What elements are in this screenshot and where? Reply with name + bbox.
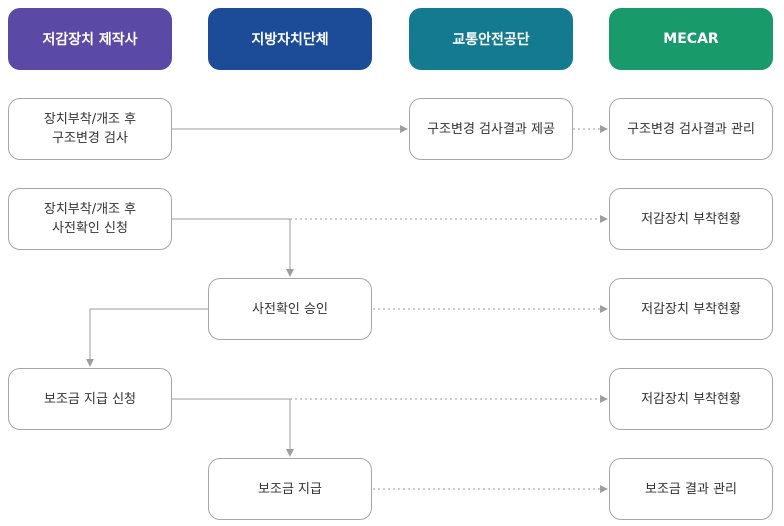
header-traffic-safety: 교통안전공단 xyxy=(409,8,573,70)
header-manufacturer: 저감장치 제작사 xyxy=(8,8,172,70)
box-device-status-2: 저감장치 부착현황 xyxy=(609,278,773,340)
box-subsidy-payment: 보조금 지급 xyxy=(208,458,372,520)
box-label: 사전확인 승인 xyxy=(252,301,328,317)
box-label: 보조금 지급 xyxy=(258,481,322,497)
box-precheck-approval: 사전확인 승인 xyxy=(208,278,372,340)
box-label: 구조변경 검사 xyxy=(52,131,128,146)
box-precheck-request: 장치부착/개조 후 사전확인 신청 xyxy=(8,188,172,250)
box-device-status-1: 저감장치 부착현황 xyxy=(609,188,773,250)
box-label: 저감장치 부착현황 xyxy=(641,301,741,317)
box-label: 저감장치 부착현황 xyxy=(641,211,741,227)
header-mecar: MECAR xyxy=(609,8,773,70)
box-label: 구조변경 검사결과 관리 xyxy=(627,121,755,137)
box-label: 사전확인 신청 xyxy=(52,221,128,236)
box-struct-result-manage: 구조변경 검사결과 관리 xyxy=(609,98,773,160)
box-struct-change-inspection: 장치부착/개조 후 구조변경 검사 xyxy=(8,98,172,160)
box-label: 장치부착/개조 후 xyxy=(43,202,137,217)
box-label: 장치부착/개조 후 xyxy=(43,112,137,127)
box-device-status-3: 저감장치 부착현황 xyxy=(609,368,773,430)
box-label: 저감장치 부착현황 xyxy=(641,391,741,407)
box-label: 보조금 결과 관리 xyxy=(645,481,737,497)
box-label: 구조변경 검사결과 제공 xyxy=(427,121,555,137)
header-local-government: 지방자치단체 xyxy=(208,8,372,70)
box-label: 보조금 지급 신청 xyxy=(44,391,136,407)
box-struct-result-provide: 구조변경 검사결과 제공 xyxy=(409,98,573,160)
box-subsidy-request: 보조금 지급 신청 xyxy=(8,368,172,430)
arrow-approval-to-subsidy-request xyxy=(86,308,208,367)
box-subsidy-result-manage: 보조금 결과 관리 xyxy=(609,458,773,520)
